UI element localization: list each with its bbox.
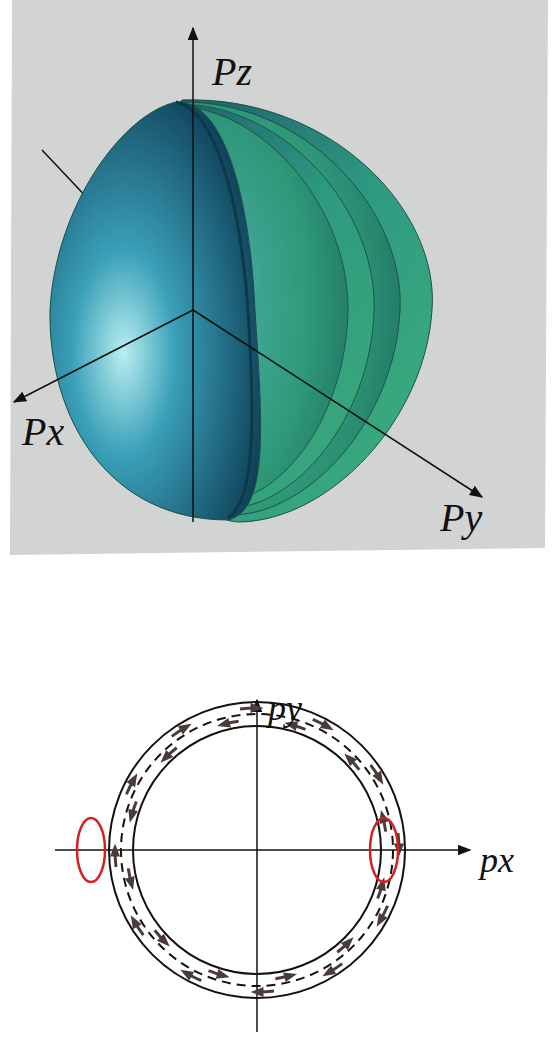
axis-label: Pz [212,52,252,92]
arrow-arc [337,942,349,952]
spin-arrows [110,703,404,997]
arrow-arc [349,758,359,770]
arrow-arc [131,802,136,817]
arrow-arc [115,850,116,867]
axis-label: px [480,842,514,878]
arrow-arc [209,971,224,976]
px-axis [14,310,193,402]
axis-label: Px [22,412,64,452]
arrow-arc [378,884,383,899]
inner-circle [133,726,381,974]
arrow-arc [155,930,165,942]
dashed-circle [121,714,393,986]
red-ellipse [77,818,105,882]
arrow-arc [186,973,201,981]
background-panel [10,0,548,555]
axis-label: py [268,690,302,726]
py-axis [193,310,482,497]
arrow-arc [165,748,177,758]
arrow-arc [380,906,388,921]
arrow-arc [126,779,134,794]
arrow-arc [313,719,328,727]
nested-shells [50,100,432,522]
arrow-arc [275,976,290,979]
pz-axis [192,28,194,522]
arrow-arc [328,964,342,973]
arrow-arc [134,921,143,935]
red-ellipse [370,818,398,882]
outer-circle [109,702,405,998]
axis-label: Py [440,498,482,538]
arrow-arc [172,727,186,736]
arrow-arc [240,708,257,709]
arrow-arc [257,991,274,992]
arrow-arc [128,868,131,883]
py-axis-2d [256,700,258,1032]
arrow-arc [223,721,238,724]
arrow-arc [371,765,380,779]
